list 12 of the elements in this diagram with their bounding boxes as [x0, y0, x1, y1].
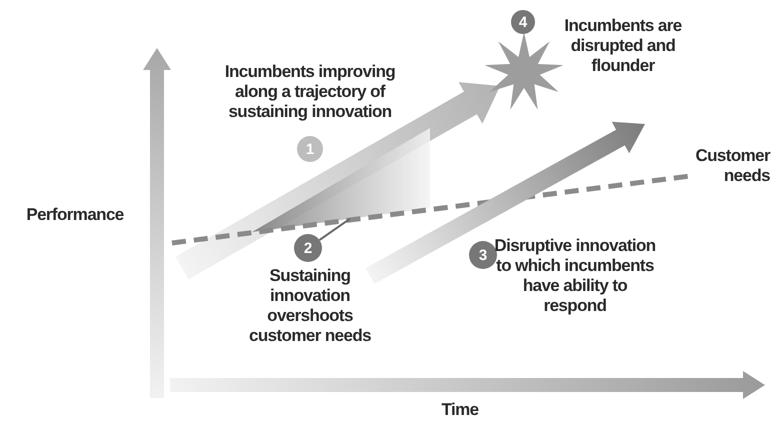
step-number: 2 — [294, 234, 322, 262]
annotation-text: Incumbents are disrupted and flounder — [563, 16, 683, 76]
step-number: 1 — [297, 136, 323, 162]
step-number: 3 — [469, 241, 497, 269]
axis-label: Time — [440, 400, 480, 420]
annotation-text: Incumbents improving along a trajectory of sustaining innovation — [224, 62, 396, 122]
overshoot-area — [252, 128, 430, 232]
step-number: 4 — [511, 10, 535, 34]
leader-line — [318, 218, 350, 241]
annotation-text: Sustaining innovation overshoots customer needs — [248, 266, 372, 346]
axis-label: Customer needs — [694, 146, 770, 186]
axis-label: Performance — [25, 205, 125, 225]
